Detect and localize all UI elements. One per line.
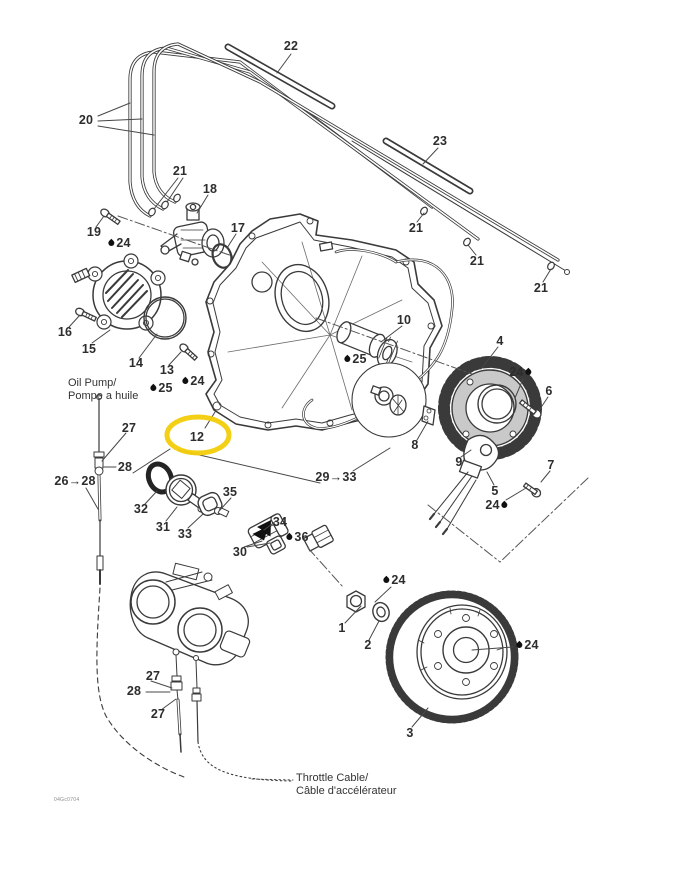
part-callout-26→28: 26→28 bbox=[54, 474, 96, 488]
part-callout-5: 5 bbox=[491, 484, 499, 498]
direction-arrow-34 bbox=[252, 520, 271, 541]
part-callout-31: 31 bbox=[155, 520, 171, 534]
loctite-droplet-icon bbox=[149, 383, 158, 393]
loctite-droplet-icon bbox=[500, 500, 509, 510]
ring-36 bbox=[266, 535, 286, 555]
loctite-droplet-icon bbox=[181, 376, 190, 386]
part-callout-16: 16 bbox=[57, 325, 73, 339]
oil-pump-cable bbox=[93, 394, 185, 778]
part-callout-21: 21 bbox=[408, 221, 424, 235]
oil-tube-22 bbox=[224, 43, 336, 110]
throttle-body bbox=[129, 562, 251, 666]
part-callout-24: 24 bbox=[485, 498, 509, 512]
bolt-6 bbox=[518, 399, 542, 419]
part-callout-27: 27 bbox=[145, 669, 161, 683]
part-callout-10: 10 bbox=[396, 313, 412, 327]
part-callout-9: 9 bbox=[455, 455, 463, 469]
loctite-droplet-icon bbox=[382, 575, 391, 585]
part-callout-25: 25 bbox=[149, 381, 172, 395]
part-callout-18: 18 bbox=[202, 182, 218, 196]
bolt-7 bbox=[522, 482, 542, 498]
screw-16 bbox=[75, 307, 97, 322]
part-callout-8: 8 bbox=[411, 438, 419, 452]
throttle-cable-annotation-line2: Câble d'accélérateur bbox=[296, 784, 397, 797]
part-callout-21: 21 bbox=[172, 164, 188, 178]
part-callout-24: 24 bbox=[107, 236, 130, 250]
bracket-8 bbox=[421, 405, 436, 426]
part-callout-30: 30 bbox=[232, 545, 248, 559]
part-callout-7: 7 bbox=[547, 458, 555, 472]
nut-1 bbox=[346, 590, 366, 613]
part-callout-21: 21 bbox=[469, 254, 485, 268]
part-callout-15: 15 bbox=[81, 342, 97, 356]
part-callout-4: 4 bbox=[496, 334, 504, 348]
pump-internals bbox=[145, 461, 334, 555]
part-callout-13: 13 bbox=[159, 363, 175, 377]
loctite-droplet-icon bbox=[285, 532, 294, 542]
oil-hoses bbox=[128, 42, 570, 275]
figure-code: 04Gc0704 bbox=[54, 797, 80, 803]
oil-tube-23 bbox=[382, 137, 474, 195]
part-callout-34: 34 bbox=[272, 515, 288, 529]
part-callout-14: 14 bbox=[128, 356, 144, 370]
part-callout-24: 24 bbox=[382, 573, 405, 587]
leader-lines bbox=[68, 53, 552, 781]
part-callout-33: 33 bbox=[177, 527, 193, 541]
part-callout-17: 17 bbox=[230, 221, 246, 235]
coupler bbox=[302, 524, 334, 552]
part-callout-12: 12 bbox=[189, 430, 205, 444]
part-callout-27: 27 bbox=[150, 707, 166, 721]
part-callout-3: 3 bbox=[406, 726, 414, 740]
part-callout-19: 19 bbox=[86, 225, 102, 239]
phantom-lines bbox=[117, 215, 589, 588]
loctite-droplet-icon bbox=[107, 238, 116, 248]
washer-2 bbox=[372, 601, 390, 623]
part-callout-23: 23 bbox=[432, 134, 448, 148]
part-callout-24: 24 bbox=[515, 638, 538, 652]
part-callout-22: 22 bbox=[283, 39, 299, 53]
part-callout-24: 24 bbox=[181, 374, 204, 388]
loctite-droplet-icon bbox=[343, 354, 352, 364]
part-callout-2: 2 bbox=[364, 638, 372, 652]
oil-pump-annotation-line1: Oil Pump/ bbox=[68, 377, 117, 389]
trigger-sensor bbox=[428, 434, 542, 536]
part-callout-21: 21 bbox=[533, 281, 549, 295]
water-pump-cover bbox=[71, 253, 198, 361]
oil-pump-annotation-line2: Pompe a huile bbox=[68, 389, 139, 402]
loctite-droplet-icon bbox=[524, 367, 533, 377]
screw-19 bbox=[100, 208, 121, 226]
throttle-cable-annotation: Throttle Cable/ Câble d'accélérateur bbox=[296, 772, 397, 798]
part-callout-28: 28 bbox=[126, 684, 142, 698]
oil-pump-annotation: Oil Pump/ Pompe a huile bbox=[68, 377, 138, 403]
flywheel-group bbox=[346, 590, 519, 724]
bolt-13 bbox=[179, 343, 198, 361]
part-callout-1: 1 bbox=[338, 621, 346, 635]
part-callout-32: 32 bbox=[133, 502, 149, 516]
loctite-droplet-icon bbox=[515, 640, 524, 650]
throttle-cable-assembly bbox=[170, 648, 293, 782]
part-callout-35: 35 bbox=[222, 485, 238, 499]
part-callout-24: 24 bbox=[509, 365, 533, 379]
part-callout-20: 20 bbox=[78, 113, 94, 127]
part-callout-27: 27 bbox=[121, 421, 137, 435]
flywheel-3 bbox=[385, 590, 519, 724]
highlight-ellipse bbox=[164, 414, 232, 456]
part-callout-25: 25 bbox=[343, 352, 366, 366]
stator bbox=[421, 356, 542, 460]
part-callout-29→33: 29→33 bbox=[315, 470, 357, 484]
part-callout-28: 28 bbox=[117, 460, 133, 474]
throttle-cable-annotation-line1: Throttle Cable/ bbox=[296, 772, 369, 784]
crank-end-detail bbox=[351, 362, 427, 438]
oil-pump-part bbox=[100, 202, 233, 269]
part-callout-36: 36 bbox=[285, 530, 308, 544]
part-callout-6: 6 bbox=[545, 384, 553, 398]
